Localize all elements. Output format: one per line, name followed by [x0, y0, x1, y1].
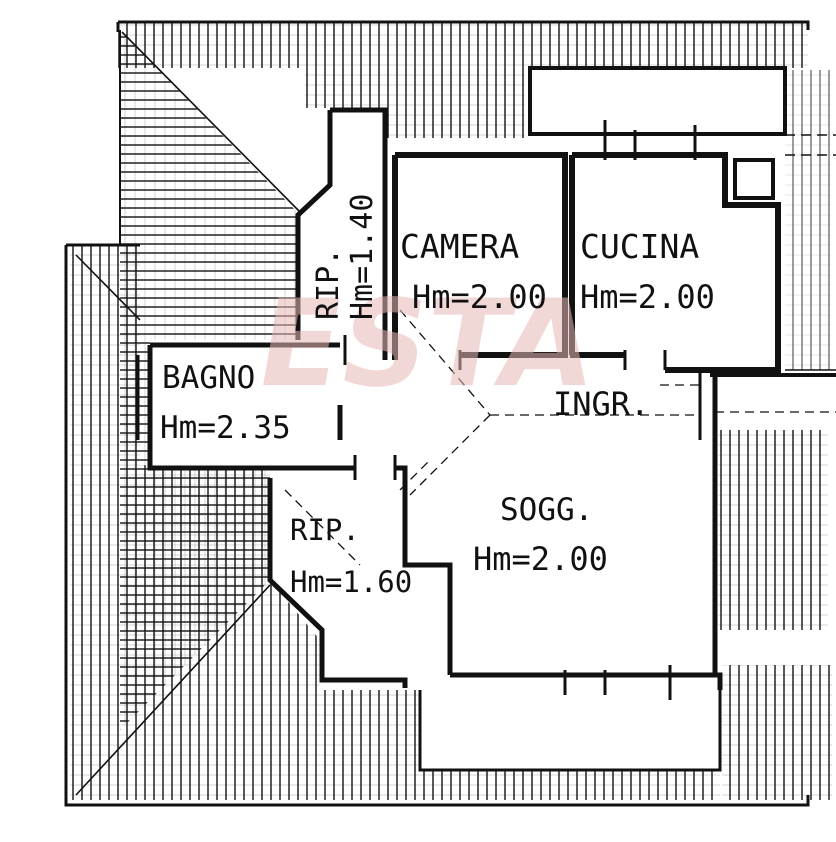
- rip-bottom-name: RIP.: [290, 513, 360, 547]
- room-labels: CAMERA Hm=2.00 CUCINA Hm=2.00 BAGNO Hm=2…: [160, 194, 715, 599]
- outer-border: [64, 20, 836, 807]
- ingresso-name: INGR.: [553, 385, 649, 423]
- camera-height: Hm=2.00: [412, 278, 547, 316]
- window-marks: [136, 120, 702, 700]
- rip-top-height: Hm=1.40: [345, 194, 380, 320]
- soggiorno-height: Hm=2.00: [473, 540, 608, 578]
- bagno-name: BAGNO: [162, 360, 255, 396]
- cucina-name: CUCINA: [580, 227, 699, 266]
- soggiorno-name: SOGG.: [500, 492, 593, 528]
- camera-name: CAMERA: [400, 227, 519, 266]
- interior-walls: [147, 66, 836, 772]
- door-swings: [284, 309, 836, 566]
- bagno-height: Hm=2.35: [160, 410, 291, 446]
- watermark-text: ESTA: [247, 274, 605, 414]
- rip-top-name: RIP.: [311, 248, 346, 320]
- roof-hatching: [70, 22, 832, 800]
- rip-bottom-height: Hm=1.60: [290, 565, 412, 599]
- cucina-height: Hm=2.00: [580, 278, 715, 316]
